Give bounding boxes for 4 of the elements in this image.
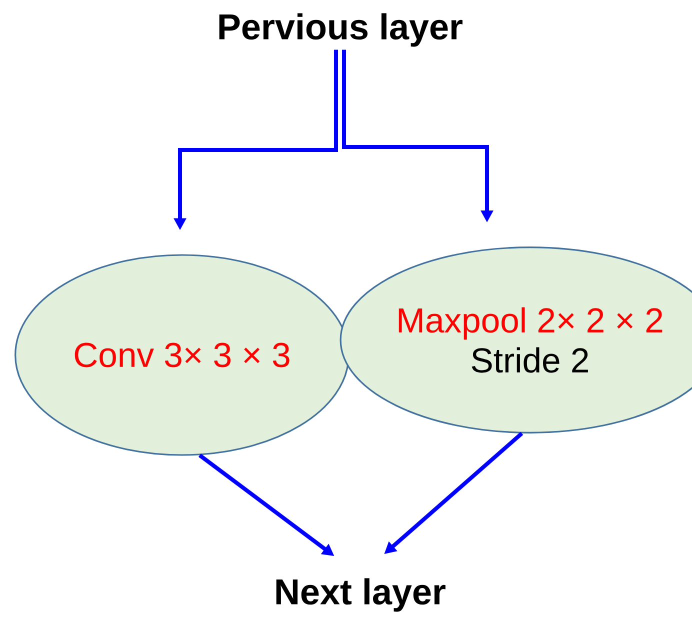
ellipse-node: Maxpool 2× 2 × 2 Stride 2 (340, 246, 692, 434)
ellipse-node: Conv 3× 3 × 3 (14, 254, 350, 456)
layer-label: Next layer (276, 578, 446, 612)
layer-label: Pervious layer (219, 13, 462, 47)
